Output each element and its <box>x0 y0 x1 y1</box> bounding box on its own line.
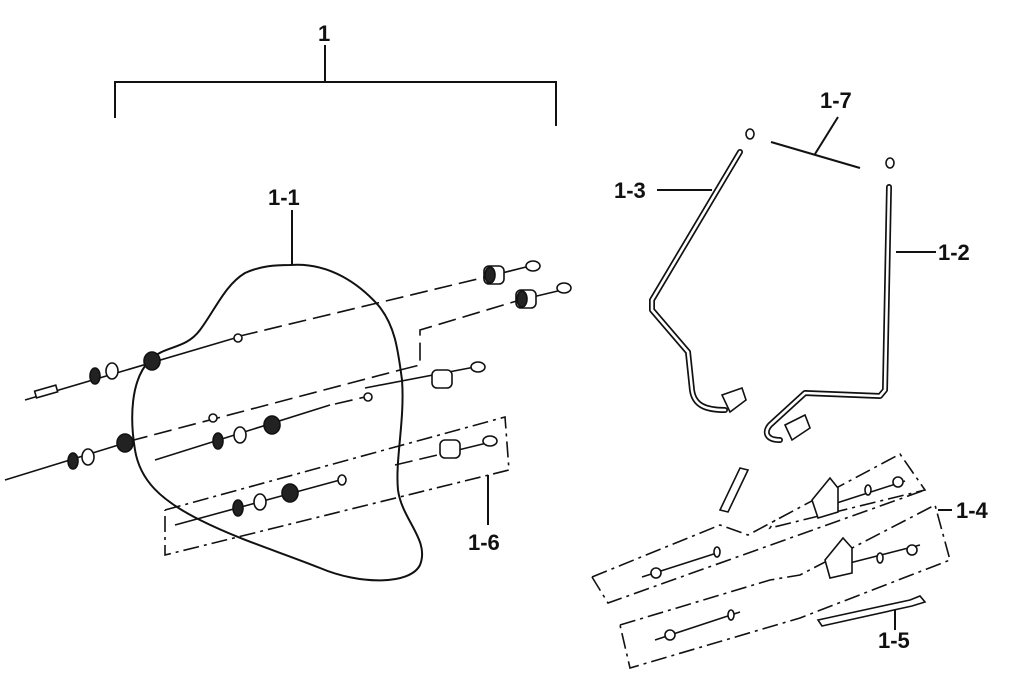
kit-box-1-6 <box>164 415 510 557</box>
cable-assembly-third <box>154 361 486 461</box>
callout-1: 1 <box>318 21 330 46</box>
panel-1-1 <box>131 210 423 582</box>
cable-assembly-middle <box>4 282 572 481</box>
linkage-1-5 <box>816 595 927 630</box>
callout-1-2: 1-2 <box>938 240 970 265</box>
kit-box-1-4 <box>591 452 952 670</box>
callout-1-bracket <box>114 45 557 126</box>
callout-1-6: 1-6 <box>468 530 500 555</box>
cable-assembly-top <box>24 260 541 401</box>
callout-1-1: 1-1 <box>268 185 300 210</box>
callout-1-7: 1-7 <box>820 88 852 113</box>
callout-1-4: 1-4 <box>956 498 989 523</box>
callout-1-3: 1-3 <box>614 178 646 203</box>
callout-1-5: 1-5 <box>878 628 910 653</box>
rod-1-3 <box>649 128 755 414</box>
callout-1-7-leader <box>770 116 861 169</box>
rod-1-2 <box>763 157 936 443</box>
